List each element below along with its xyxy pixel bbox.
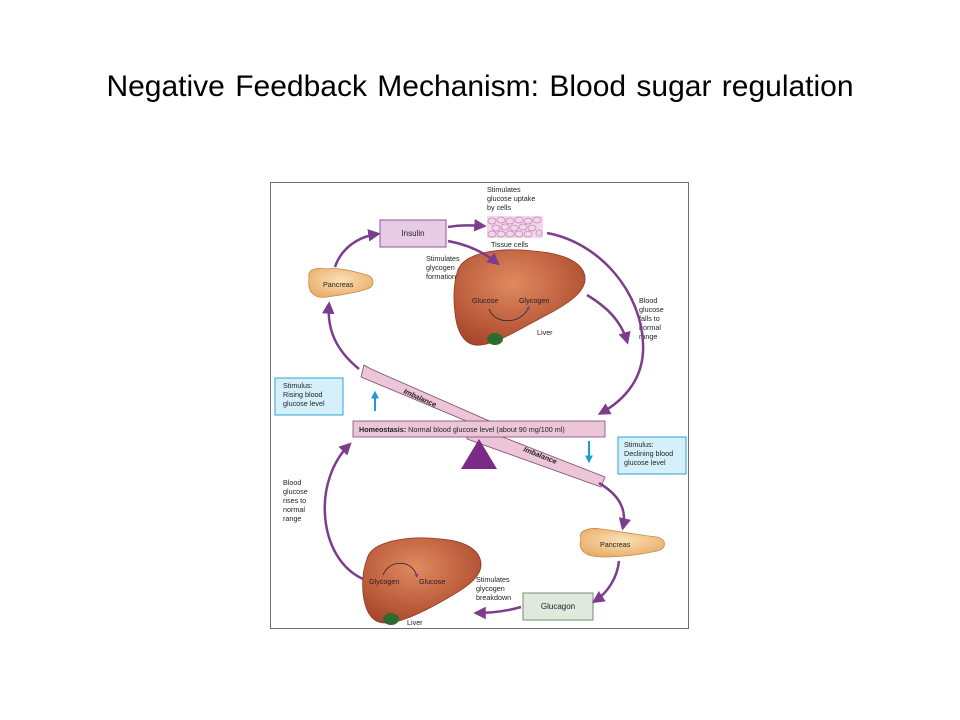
arrow-pancreas-to-insulin: [333, 229, 381, 268]
arrow-imbalance-to-pancreas: [322, 301, 360, 370]
liver-top-glucose: Glucose: [472, 296, 498, 305]
pancreas-bottom-label: Pancreas: [600, 540, 631, 549]
slide-title: Negative Feedback Mechanism: Blood sugar…: [106, 70, 854, 103]
arrow-pancreas-to-glucagon: [591, 560, 621, 604]
pancreas-top-image: [308, 267, 374, 298]
arrow-imbalance-to-pancreas-bottom: [598, 481, 631, 531]
liver-bottom-glycogen: Glycogen: [369, 577, 399, 586]
gallbladder-top-icon: [487, 333, 503, 345]
uptake-line-2: glucose uptake: [487, 194, 535, 203]
falls-line-5: range: [639, 332, 657, 341]
glycogen-to-glucose-arrow: [382, 562, 419, 579]
liver-top-image: [453, 249, 586, 346]
rises-line-5: range: [283, 514, 301, 523]
falls-line-2: glucose: [639, 305, 664, 314]
uptake-line-3: by cells: [487, 203, 511, 212]
stimulus-declining-line-3: glucose level: [624, 458, 666, 467]
fulcrum-triangle: [461, 439, 497, 469]
arrow-liver-to-rises: [323, 442, 364, 581]
arrow-tissue-to-falls: [546, 231, 645, 415]
homeostasis-text: Homeostasis: Normal blood glucose level …: [359, 425, 565, 434]
feedback-diagram-svg: Insulin Stimulates glucose uptake by cel…: [274, 185, 687, 627]
homeostasis-bar: [352, 420, 606, 438]
feedback-diagram: Insulin Stimulates glucose uptake by cel…: [270, 182, 689, 629]
glycogen-formation-line-2: glycogen: [426, 263, 455, 272]
rises-line-4: normal: [283, 505, 305, 514]
arrow-liver-to-falls: [586, 293, 631, 345]
pancreas-top-label: Pancreas: [323, 280, 354, 289]
rises-line-3: rises to: [283, 496, 306, 505]
tissue-cells-label: Tissue cells: [491, 240, 529, 249]
arrow-glucagon-to-liver: [473, 605, 522, 620]
glycogen-formation-line-3: formation: [426, 272, 456, 281]
liver-top-glycogen: Glycogen: [519, 296, 549, 305]
liver-bottom-glucose: Glucose: [419, 577, 445, 586]
stimulus-rising-line-1: Stimulus:: [283, 381, 313, 390]
liver-bottom-label: Liver: [407, 618, 423, 627]
liver-top-label: Liver: [537, 328, 553, 337]
homeostasis-rest: Normal blood glucose level (about 90 mg/…: [406, 425, 565, 434]
arrow-insulin-to-liver: [447, 239, 500, 266]
stimulus-declining-box: [617, 436, 687, 475]
glucose-to-glycogen-arrow: [488, 305, 530, 322]
tissue-cells-image: [487, 216, 543, 238]
gallbladder-bottom-icon: [383, 613, 399, 625]
stimulus-declining-line-1: Stimulus:: [624, 440, 654, 449]
homeostasis-bold: Homeostasis:: [359, 425, 406, 434]
rises-line-1: Blood: [283, 478, 301, 487]
insulin-label: Insulin: [401, 229, 424, 238]
breakdown-line-1: Stimulates: [476, 575, 510, 584]
falls-line-1: Blood: [639, 296, 657, 305]
stimulus-rising-line-2: Rising blood: [283, 390, 323, 399]
rises-line-2: glucose: [283, 487, 308, 496]
stimulus-rising-line-3: glucose level: [283, 399, 325, 408]
breakdown-line-2: glycogen: [476, 584, 505, 593]
uptake-line-1: Stimulates: [487, 185, 521, 194]
glucagon-label: Glucagon: [541, 602, 575, 611]
stimulus-rising-box: [274, 377, 344, 416]
glucagon-box: [522, 592, 594, 621]
glycogen-formation-line-1: Stimulates: [426, 254, 460, 263]
falls-line-4: normal: [639, 323, 661, 332]
liver-bottom-image: [362, 537, 482, 624]
arrow-insulin-to-tissue: [447, 219, 487, 232]
pancreas-bottom-image: [579, 528, 665, 558]
imbalance-top-label: Imbalance: [402, 387, 438, 410]
stimulus-declining-line-2: Declining blood: [624, 449, 673, 458]
breakdown-line-3: breakdown: [476, 593, 511, 602]
falls-line-3: falls to: [639, 314, 660, 323]
